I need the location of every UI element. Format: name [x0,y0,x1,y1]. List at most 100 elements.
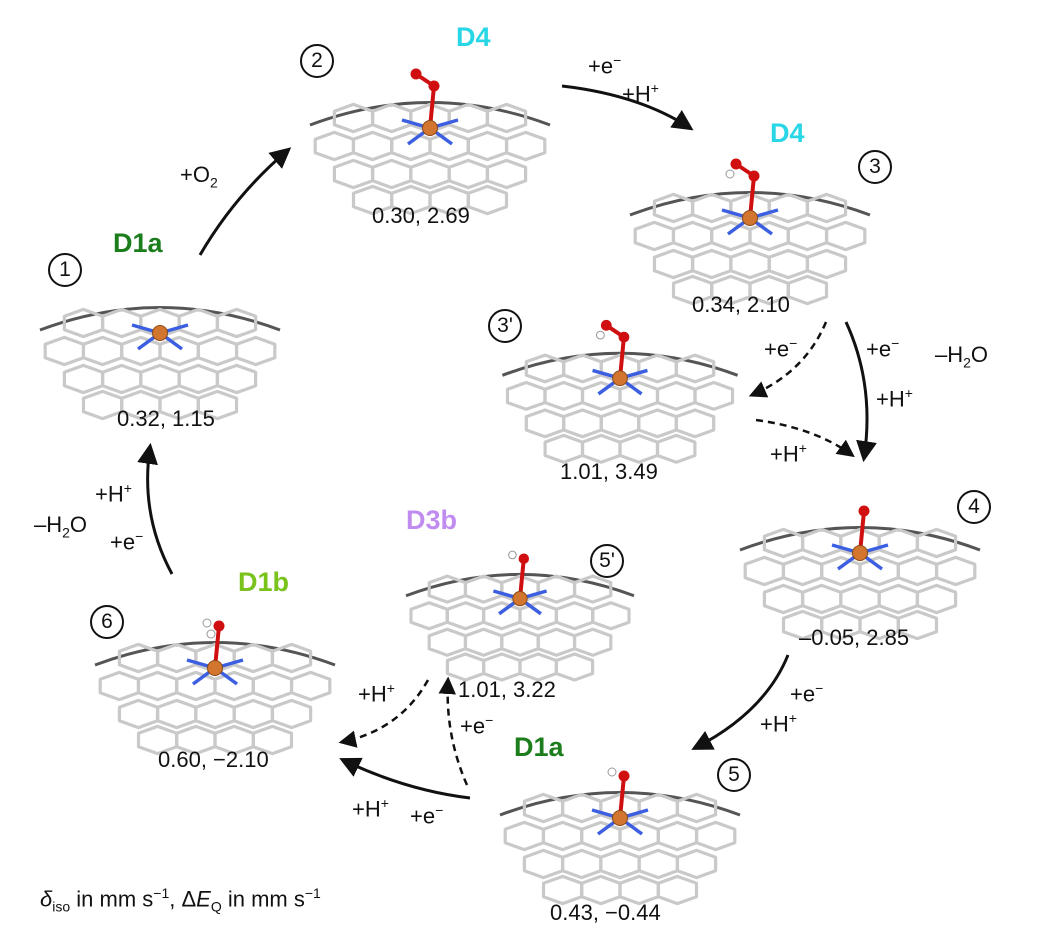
structure-number-1: 1 [48,253,82,287]
graphene-ring [160,337,198,364]
arrow-label-4-5-proton: +H+ [760,710,797,737]
graphene-ring [273,700,311,727]
graphene-ring [918,585,956,612]
graphene-ring [693,194,731,221]
graphene-ring [697,822,735,849]
graphene-ring [100,672,138,699]
graphene-ring [103,309,141,336]
graphene-ring [556,654,592,680]
graphene-ring [545,383,582,410]
arrow-label-text: +e [764,336,789,361]
arrow-label-text: +e [866,336,891,361]
arrow-label-sup: + [905,385,913,401]
graphene-ring [315,132,353,159]
arrow-label-5-5prime-electron: +e− [460,712,493,739]
graphene-ring [538,629,574,655]
graphene-ring [430,132,468,159]
graphene-ring [45,337,83,364]
graphene-ring [620,383,657,410]
arrow-label-3-3prime-electron: +e− [764,335,797,362]
hydrogen-atom [207,630,215,638]
graphene-ring [879,529,917,556]
arrow-label-2-3-electron: +e− [588,52,621,79]
legend-e: E [196,886,211,911]
graphene-ring [784,557,822,584]
arrow-6-to-1 [148,447,172,574]
arrow-label-5-6-electron: +e− [410,802,443,829]
arrow-label-sup: − [789,335,797,351]
graphene-ring [575,629,611,655]
graphene-ring [745,557,783,584]
arrow-label-pre: –H [34,512,62,537]
graphene-ring [693,250,731,277]
graphene-ring [196,700,234,727]
arrow-label-3prime-4-proton: +H+ [770,440,807,467]
graphene-ring [237,337,275,364]
molecule-structure-5 [500,768,740,904]
arrow-label-add-o2: +O2 [180,162,218,190]
graphene-ring [158,644,196,671]
arrow-label-text: +H [622,81,651,106]
graphene-ring [449,104,487,131]
graphene-ring [234,644,272,671]
oxygen-atom [601,320,612,331]
arrow-label-sup: + [789,710,797,726]
legend-separator: , Δ [169,886,196,911]
graphene-ring [808,194,846,221]
arrow-label-text: +e [790,681,815,706]
molecule-structure-4 [740,506,980,639]
graphene-ring [411,603,447,629]
graphene-ring [218,309,256,336]
arrow-label-text: +H [352,796,381,821]
graphene-ring [544,822,582,849]
graphene-ring [769,250,807,277]
arrow-label-text: +e [588,53,613,78]
graphene-ring [526,410,563,437]
arrow-label-pre: –H [935,342,963,367]
graphene-ring [103,365,141,392]
legend-unit-2-sup: −1 [305,885,321,901]
graphene-ring [658,383,695,410]
graphene-ring [593,603,629,629]
graphene-ring [354,132,392,159]
structure-number-3-prime: 3' [488,309,522,343]
graphene-ring [508,383,545,410]
arrow-label-text: +e [460,713,485,738]
arrow-label-post: O [70,512,87,537]
graphene-ring [334,104,372,131]
iron-atom [153,326,168,341]
graphene-ring [198,337,236,364]
arrow-label-sub: 2 [210,174,218,190]
arrow-label-5prime-6-proton: +H+ [358,680,395,707]
graphene-ring [141,365,179,392]
legend-unit-1-sup: −1 [153,885,169,901]
iron-atom [423,121,438,136]
arrow-label-6-1-water: –H2O [34,512,87,540]
graphene-ring [520,603,556,629]
arrow-label-sup: + [381,795,389,811]
graphene-ring [373,160,411,187]
graphene-ring [879,585,917,612]
molecule-structure-1 [40,308,280,419]
graphene-ring [64,309,102,336]
graphene-ring [122,337,160,364]
values-s2: 0.30, 2.69 [372,203,470,229]
graphene-ring [658,876,696,903]
legend-unit-2: in mm s [222,886,305,911]
arrow-label-sup: + [799,440,807,456]
legend-delta: δ [40,886,52,911]
graphene-ring [538,576,574,602]
graphene-ring [860,557,898,584]
legend-delta-sub: iso [52,899,70,915]
graphene-ring [695,383,732,410]
graphene-ring [179,309,217,336]
values-s3: 0.34, 2.10 [692,292,790,318]
molecule-structure-3 [630,159,870,304]
molecule-structure-6 [95,619,335,754]
graphene-ring [764,585,802,612]
graphene-ring [466,576,502,602]
arrow-label-3-4-water: –H2O [935,342,988,370]
graphene-ring [556,603,592,629]
hydrogen-atom [509,551,517,559]
arrow-label-sub: 2 [62,524,70,540]
